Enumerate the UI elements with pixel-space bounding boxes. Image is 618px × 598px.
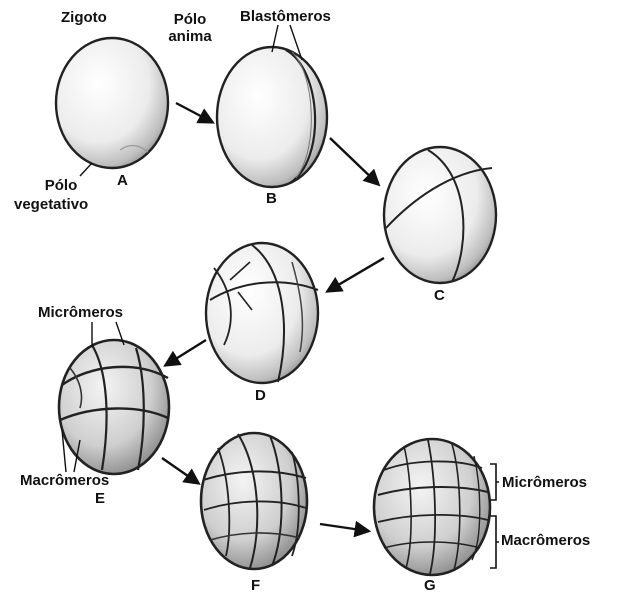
label-micromeros-e: Micrômeros — [38, 304, 123, 321]
label-polo-vegetativo-1: Pólo — [31, 177, 91, 194]
embryo-a-zygote — [56, 38, 168, 168]
embryo-d-eight-cell — [206, 243, 318, 383]
stage-label-c: C — [434, 287, 445, 304]
bracket-macromeros-g — [490, 516, 499, 568]
brackets-g — [490, 464, 499, 568]
arrow-c-to-d — [328, 258, 384, 291]
label-macromeros-g: Macrômeros — [501, 532, 590, 549]
bracket-micromeros-g — [490, 464, 499, 500]
label-macromeros-e: Macrômeros — [20, 472, 109, 489]
stage-label-a: A — [117, 172, 128, 189]
embryo-b-two-cell — [217, 47, 327, 187]
label-micromeros-g: Micrômeros — [502, 474, 587, 491]
stage-label-b: B — [266, 190, 277, 207]
arrow-d-to-e — [166, 340, 206, 365]
label-polo-vegetativo-2: vegetativo — [14, 196, 88, 213]
label-zigoto: Zigoto — [61, 9, 107, 26]
label-polo-animal-1: Pólo — [168, 11, 212, 28]
arrow-e-to-f — [162, 458, 198, 483]
embryo-c-four-cell — [384, 147, 496, 283]
leader-polo-vegetativo — [80, 163, 92, 176]
label-polo-animal-2: anima — [162, 28, 218, 45]
arrow-a-to-b — [176, 103, 212, 122]
label-blastomeros: Blastômeros — [240, 8, 331, 25]
stage-label-g: G — [424, 577, 436, 594]
embryo-e-sixteen-cell — [59, 340, 169, 474]
embryo-g-sixty-four-cell — [374, 439, 490, 575]
arrow-f-to-g — [320, 524, 368, 531]
stage-label-e: E — [95, 490, 105, 507]
stage-label-d: D — [255, 387, 266, 404]
embryo-f-thirty-two-cell — [201, 433, 307, 569]
arrow-b-to-c — [330, 138, 378, 184]
stage-label-f: F — [251, 577, 260, 594]
